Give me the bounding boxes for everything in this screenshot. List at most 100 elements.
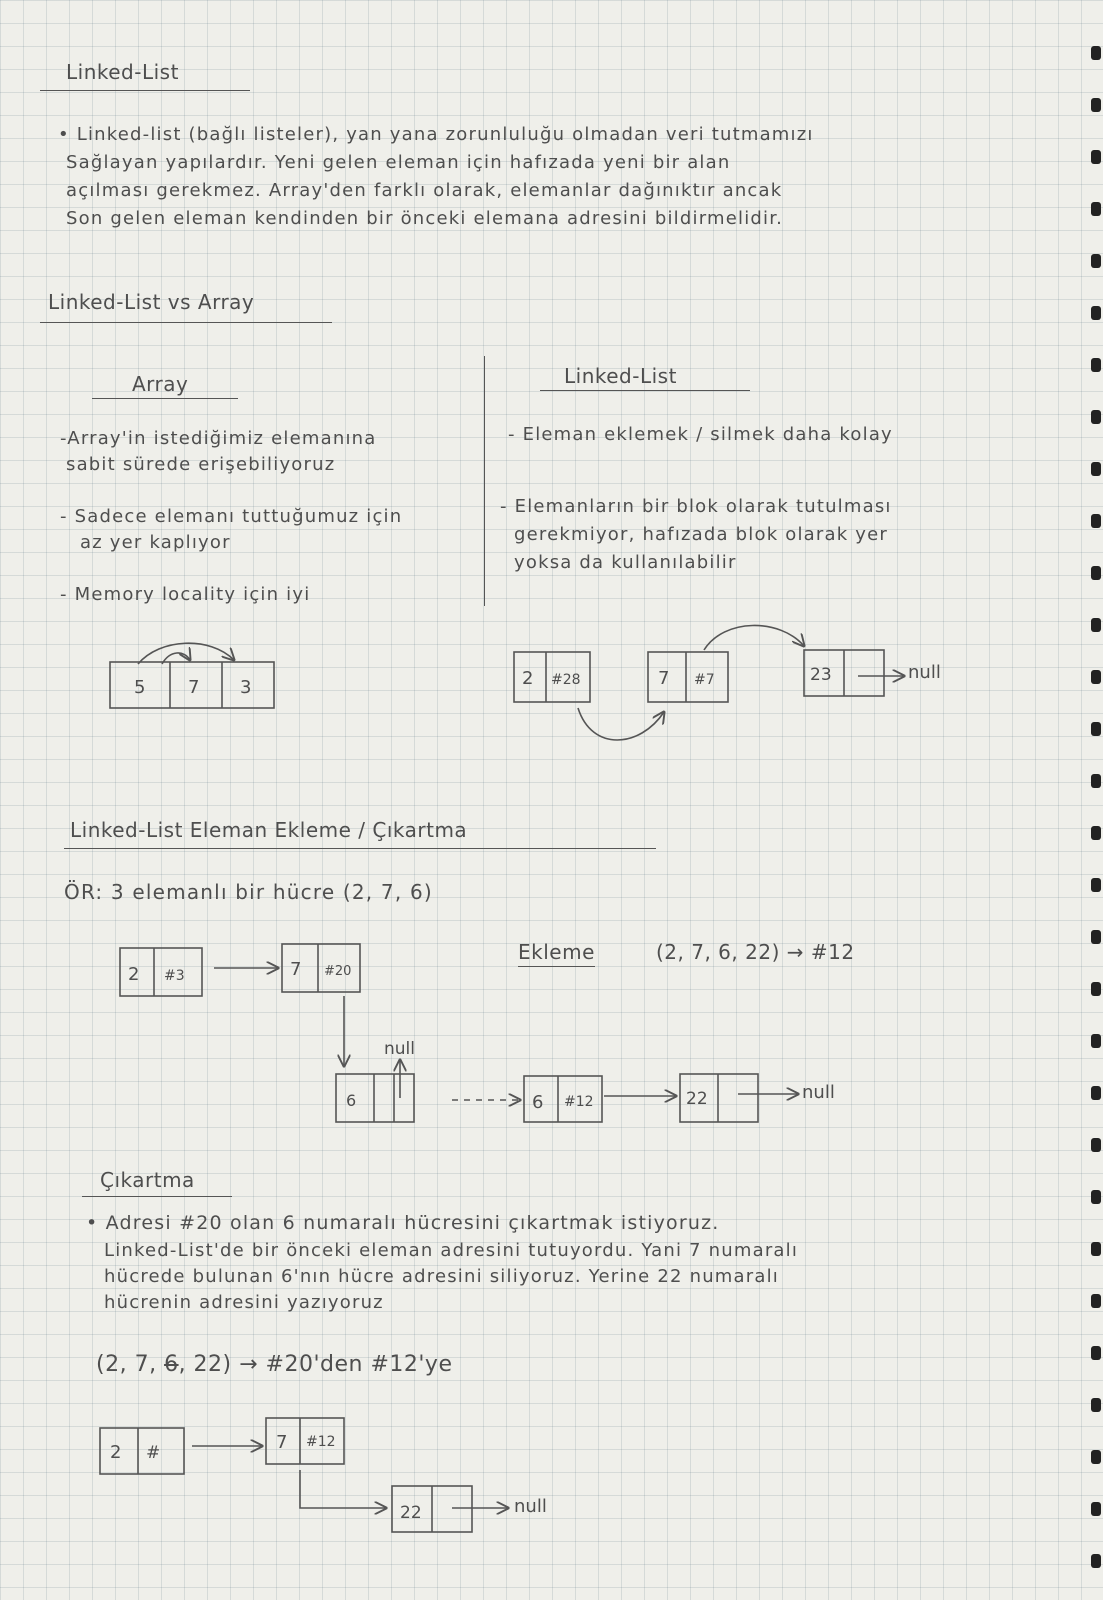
insert-title: Linked-List Eleman Ekleme / Çıkartma: [70, 818, 468, 842]
binder-hole: [1091, 1554, 1101, 1568]
linked-nodes-diagram: 2 #28 7 #7 23 null: [513, 624, 941, 741]
remove-line: Linked-List'de bir önceki eleman adresin…: [104, 1240, 799, 1261]
ekleme-label: Ekleme: [518, 940, 595, 967]
binder-hole: [1091, 1346, 1101, 1360]
null-label: null: [384, 1039, 415, 1059]
remove-underline: [82, 1196, 232, 1197]
node-value: 7: [658, 668, 669, 689]
node-box: [99, 1427, 185, 1475]
linked-point: - Eleman eklemek / silmek daha kolay: [508, 424, 893, 445]
binder-hole: [1091, 1086, 1101, 1100]
struck-value: 6: [164, 1352, 179, 1377]
binder-hole: [1091, 202, 1101, 216]
compare-underline: [40, 322, 332, 323]
node-box: [513, 651, 591, 703]
insert-example: ÖR: 3 elemanlı bir hücre (2, 7, 6): [64, 880, 433, 904]
binder-hole: [1091, 1242, 1101, 1256]
remove-line: hücrede bulunan 6'nın hücre adresini sil…: [104, 1266, 779, 1287]
array-cell-value: 5: [134, 677, 145, 698]
array-heading: Array: [132, 372, 189, 396]
remove-title: Çıkartma: [100, 1168, 195, 1192]
node-address: #7: [694, 672, 715, 688]
node-address: #3: [164, 968, 185, 984]
node-address: #12: [564, 1094, 594, 1110]
node-box: [335, 1073, 415, 1123]
curved-arrow: [161, 653, 190, 665]
node-value: 7: [276, 1432, 287, 1453]
binder-hole: [1091, 1398, 1101, 1412]
node-box: [679, 1073, 759, 1123]
node-value: 2: [128, 964, 139, 985]
node-address: #: [146, 1443, 160, 1463]
ekleme-expression: (2, 7, 6, 22) → #12: [656, 940, 855, 964]
binder-hole: [1091, 722, 1101, 736]
binder-hole: [1091, 566, 1101, 580]
binder-hole: [1091, 670, 1101, 684]
binder-holes: [1089, 0, 1103, 1600]
binder-hole: [1091, 618, 1101, 632]
compare-title: Linked-List vs Array: [48, 290, 255, 314]
linked-heading-underline: [540, 390, 750, 391]
null-label: null: [802, 1082, 835, 1103]
node-box: [281, 943, 361, 993]
node-box: [523, 1075, 603, 1123]
array-heading-underline: [92, 398, 238, 399]
expr-suffix: , 22) → #20'den #12'ye: [178, 1352, 453, 1377]
binder-hole: [1091, 46, 1101, 60]
node-value: 22: [400, 1503, 422, 1523]
node-box: [119, 947, 203, 997]
linked-point: - Elemanların bir blok olarak tutulması: [500, 496, 892, 517]
array-point: -Array'in istediğimiz elemanına: [60, 428, 377, 449]
binder-hole: [1091, 982, 1101, 996]
linked-point: yoksa da kullanılabilir: [514, 552, 737, 573]
curved-arrow: [703, 624, 804, 651]
remove-line: hücrenin adresini yazıyoruz: [104, 1292, 384, 1313]
curved-arrow: [577, 707, 664, 741]
array-cells-box: [109, 661, 275, 709]
page-title: Linked-List: [66, 60, 179, 84]
array-cells-diagram: 5 7 3: [109, 642, 275, 709]
intro-line: açılması gerekmez. Array'den farklı olar…: [66, 180, 783, 201]
node-value: 2: [110, 1442, 121, 1463]
array-point: - Memory locality için iyi: [60, 584, 311, 605]
binder-hole: [1091, 878, 1101, 892]
node-value: 7: [290, 959, 301, 980]
linked-heading: Linked-List: [564, 364, 677, 388]
binder-hole: [1091, 774, 1101, 788]
remove-line: • Adresi #20 olan 6 numaralı hücresini ç…: [86, 1212, 720, 1234]
node-address: #20: [324, 964, 351, 979]
binder-hole: [1091, 358, 1101, 372]
node-value: 23: [810, 665, 832, 685]
binder-hole: [1091, 1502, 1101, 1516]
binder-hole: [1091, 254, 1101, 268]
curved-arrow: [137, 642, 234, 665]
intro-line: Sağlayan yapılardır. Yeni gelen eleman i…: [66, 152, 731, 173]
binder-hole: [1091, 514, 1101, 528]
insert-underline: [64, 848, 656, 849]
node-box: [265, 1417, 345, 1465]
array-cell-value: 3: [240, 677, 251, 698]
binder-hole: [1091, 1450, 1101, 1464]
node-value: 22: [686, 1089, 708, 1109]
link-arrow: [299, 1470, 386, 1508]
node-value: 2: [522, 668, 533, 689]
binder-hole: [1091, 1294, 1101, 1308]
node-address: #12: [306, 1434, 336, 1450]
binder-hole: [1091, 98, 1101, 112]
binder-hole: [1091, 826, 1101, 840]
intro-line: Son gelen eleman kendinden bir önceki el…: [66, 208, 784, 229]
array-point: sabit sürede erişebiliyoruz: [66, 454, 336, 475]
expr-prefix: (2, 7,: [96, 1352, 165, 1377]
remove-expression: (2, 7, 6, 22) → #20'den #12'ye: [96, 1352, 453, 1377]
node-address: #28: [551, 672, 581, 688]
binder-hole: [1091, 930, 1101, 944]
binder-hole: [1091, 306, 1101, 320]
node-value: 6: [346, 1091, 356, 1110]
null-label: null: [908, 662, 941, 683]
remove-diagram: 2 # 7 #12 22 null: [99, 1417, 547, 1533]
column-divider: [484, 356, 485, 606]
linked-point: gerekmiyor, hafızada blok olarak yer: [514, 524, 889, 545]
array-point: - Sadece elemanı tuttuğumuz için: [60, 506, 403, 527]
binder-hole: [1091, 150, 1101, 164]
